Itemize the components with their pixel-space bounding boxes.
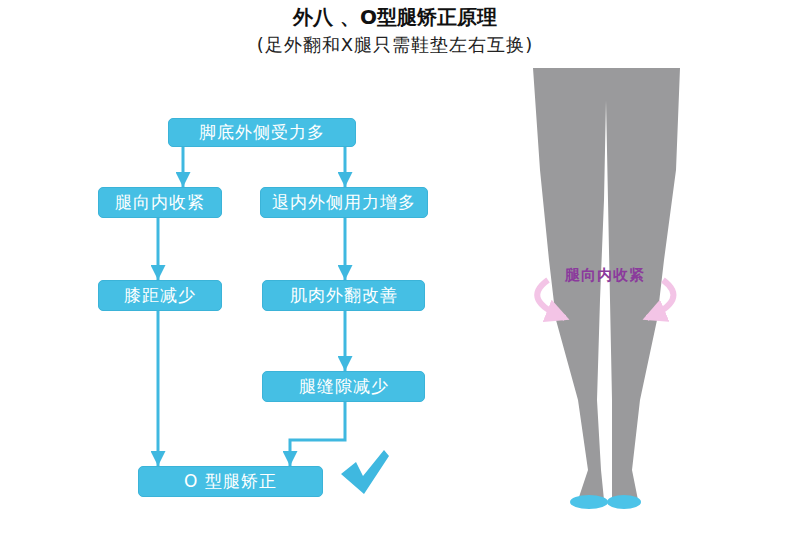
leg-label: 腿向内收紧: [540, 266, 670, 285]
flow-arrow: [344, 147, 347, 187]
process-box: 退内外侧用力增多: [260, 187, 428, 218]
inward-arrow: [537, 280, 565, 318]
box-text: 退内外侧用力增多: [272, 191, 416, 214]
box-text: 腿缝隙减少: [299, 375, 389, 398]
process-box: 腿缝隙减少: [262, 371, 425, 402]
subtitle-note: (足外翻和X腿只需鞋垫左右互换): [0, 33, 790, 57]
box-text: 肌肉外翻改善: [290, 284, 398, 307]
box-text: 脚底外侧受力多: [199, 121, 325, 144]
diagram-title: 外八 、O型腿矫正原理: [0, 4, 790, 31]
flow-arrow: [344, 311, 347, 371]
flow-arrow: [157, 218, 160, 280]
process-box: O 型腿矫正: [138, 466, 323, 497]
flow-arrow: [182, 147, 185, 187]
flow-arrow: [290, 402, 345, 466]
left-shoe: [570, 495, 608, 509]
box-text: 腿向内收紧: [115, 191, 205, 214]
flow-arrow: [157, 311, 160, 466]
process-box: 腿向内收紧: [98, 187, 222, 218]
process-box: 脚底外侧受力多: [168, 118, 356, 147]
flow-arrow: [344, 218, 347, 280]
process-box: 肌肉外翻改善: [262, 280, 425, 311]
inward-arrow: [647, 280, 673, 318]
process-box: 膝距减少: [98, 280, 222, 311]
check-mark: [341, 450, 389, 494]
box-text: O 型腿矫正: [184, 470, 277, 493]
right-shoe: [607, 495, 641, 509]
box-text: 膝距减少: [124, 284, 196, 307]
